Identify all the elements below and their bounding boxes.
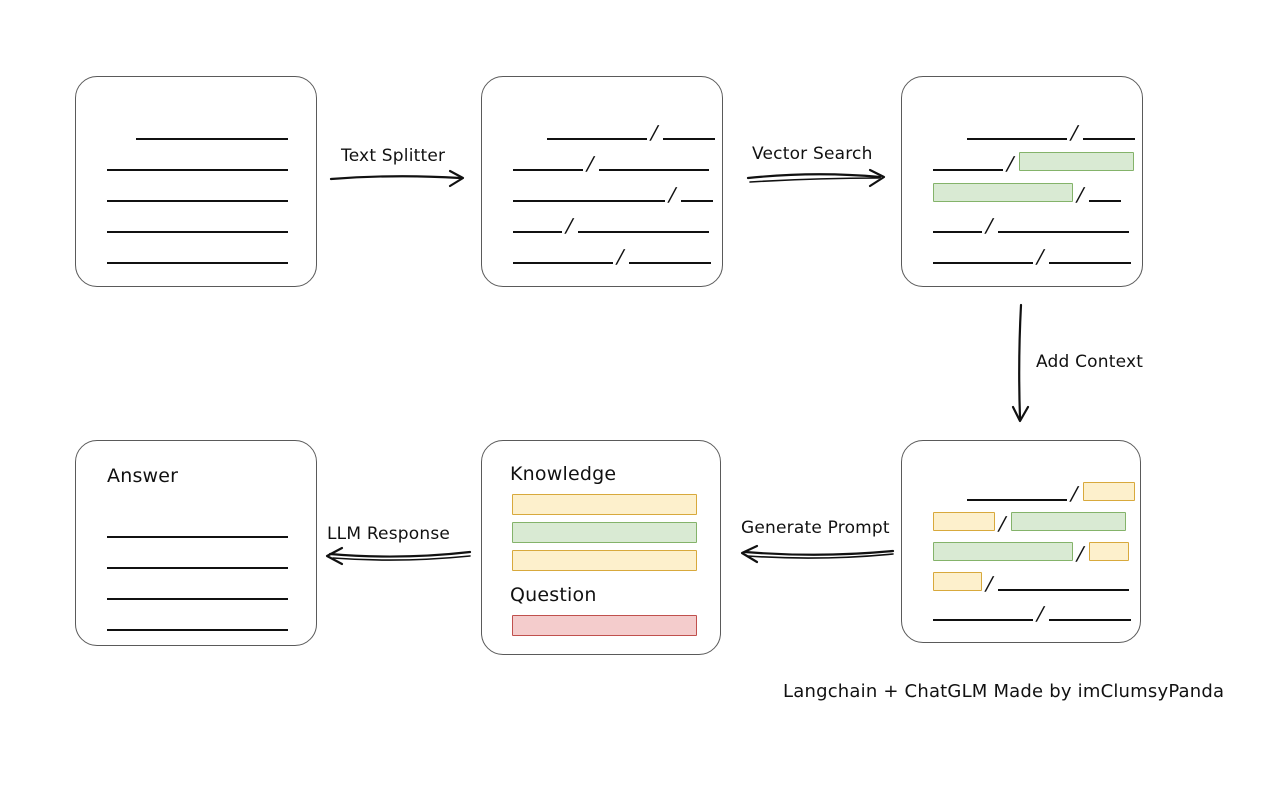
edge-label-generate-prompt: Generate Prompt: [741, 518, 890, 538]
node-prompt[interactable]: Knowledge Question: [481, 440, 721, 655]
edge-vector-search: [746, 168, 886, 188]
text-rule: [998, 231, 1129, 233]
highlight-chip-green: [933, 542, 1073, 561]
text-rule: [1089, 200, 1121, 202]
text-rule: [933, 169, 1003, 171]
text-rule: [107, 200, 288, 202]
chunk-separator-slash: /: [650, 122, 658, 144]
text-rule: [136, 138, 288, 140]
prompt-bar-yellow: [512, 494, 697, 515]
text-rule: [681, 200, 713, 202]
text-rule: [933, 262, 1033, 264]
node-split-chunks[interactable]: / / / / /: [481, 76, 723, 287]
text-rule: [107, 231, 288, 233]
chunk-separator-slash: /: [985, 573, 993, 595]
highlight-chip-yellow: [933, 572, 982, 591]
text-rule: [513, 200, 665, 202]
chunk-separator-slash: /: [1076, 184, 1084, 206]
text-rule: [513, 231, 562, 233]
text-rule: [933, 619, 1033, 621]
text-rule: [107, 629, 288, 631]
text-rule: [578, 231, 709, 233]
text-rule: [1083, 138, 1135, 140]
text-rule: [933, 231, 982, 233]
highlight-chip-yellow: [1089, 542, 1129, 561]
node-context-chunks[interactable]: / / / / /: [901, 440, 1141, 643]
node-matched-chunks[interactable]: / / / / /: [901, 76, 1143, 287]
highlight-chip-yellow: [1083, 482, 1135, 501]
text-rule: [998, 589, 1129, 591]
highlight-chip-green: [933, 183, 1073, 202]
text-rule: [599, 169, 709, 171]
text-rule: [513, 262, 613, 264]
edge-label-add-context: Add Context: [1036, 352, 1144, 372]
text-rule: [107, 598, 288, 600]
highlight-chip-green: [1019, 152, 1134, 171]
footer-credit: Langchain + ChatGLM Made by imClumsyPand…: [783, 681, 1225, 702]
node-answer[interactable]: Answer: [75, 440, 317, 646]
chunk-separator-slash: /: [1076, 543, 1084, 565]
chunk-separator-slash: /: [998, 513, 1006, 535]
node-source-document[interactable]: [75, 76, 317, 287]
chunk-separator-slash: /: [1070, 483, 1078, 505]
edge-label-vector-search: Vector Search: [752, 144, 873, 164]
text-rule: [967, 138, 1067, 140]
chunk-separator-slash: /: [616, 246, 624, 268]
edge-label-text-splitter: Text Splitter: [341, 146, 446, 166]
edge-llm-response: [325, 546, 472, 566]
chunk-separator-slash: /: [565, 215, 573, 237]
edge-add-context: [1011, 303, 1030, 423]
highlight-chip-green: [1011, 512, 1126, 531]
text-rule: [663, 138, 715, 140]
knowledge-label: Knowledge: [510, 463, 617, 485]
highlight-chip-yellow: [933, 512, 995, 531]
chunk-separator-slash: /: [985, 215, 993, 237]
text-rule: [513, 169, 583, 171]
chunk-separator-slash: /: [1036, 246, 1044, 268]
text-rule: [107, 262, 288, 264]
text-rule: [629, 262, 711, 264]
text-rule: [107, 567, 288, 569]
text-rule: [967, 499, 1067, 501]
chunk-separator-slash: /: [586, 153, 594, 175]
text-rule: [1049, 262, 1131, 264]
chunk-separator-slash: /: [1070, 122, 1078, 144]
prompt-bar-yellow: [512, 550, 697, 571]
question-label: Question: [510, 584, 597, 606]
answer-title: Answer: [107, 465, 179, 487]
text-rule: [1049, 619, 1131, 621]
prompt-bar-green: [512, 522, 697, 543]
text-rule: [547, 138, 647, 140]
chunk-separator-slash: /: [1006, 153, 1014, 175]
chunk-separator-slash: /: [1036, 603, 1044, 625]
edge-generate-prompt: [740, 544, 895, 564]
text-rule: [107, 536, 288, 538]
edge-label-llm-response: LLM Response: [327, 524, 451, 544]
edge-text-splitter: [329, 169, 465, 188]
text-rule: [107, 169, 288, 171]
prompt-bar-red: [512, 615, 697, 636]
chunk-separator-slash: /: [668, 184, 676, 206]
